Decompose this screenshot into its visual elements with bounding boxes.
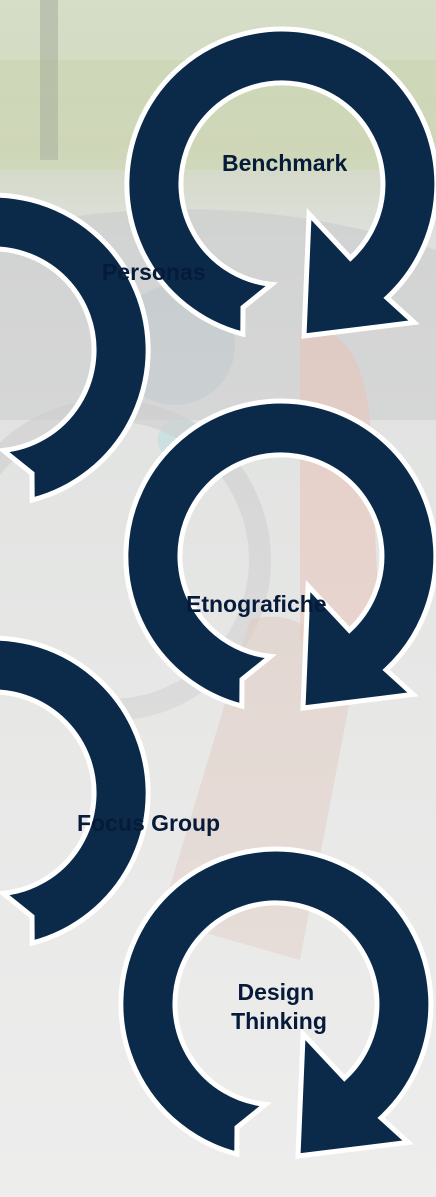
step-label-line: Etnografiche: [186, 591, 327, 617]
spiral-arc-4: [0, 638, 148, 945]
spiral-arc-3: [126, 401, 436, 708]
step-label-line: Personas: [102, 259, 206, 285]
step-label-line: Thinking: [231, 1008, 327, 1034]
step-label-focus-group: Focus Group: [77, 810, 220, 836]
step-label-benchmark: Benchmark: [222, 150, 347, 176]
step-label-line: Focus Group: [77, 810, 220, 836]
spiral-arc-1: [127, 29, 436, 336]
step-label-personas: Personas: [102, 259, 206, 285]
step-label-line: Design: [237, 979, 314, 1005]
step-label-line: Benchmark: [222, 150, 347, 176]
step-label-etnografiche: Etnografiche: [186, 591, 327, 617]
step-label-design-thinking: Design Thinking: [231, 979, 327, 1034]
spiral-arc-2: [0, 195, 148, 502]
